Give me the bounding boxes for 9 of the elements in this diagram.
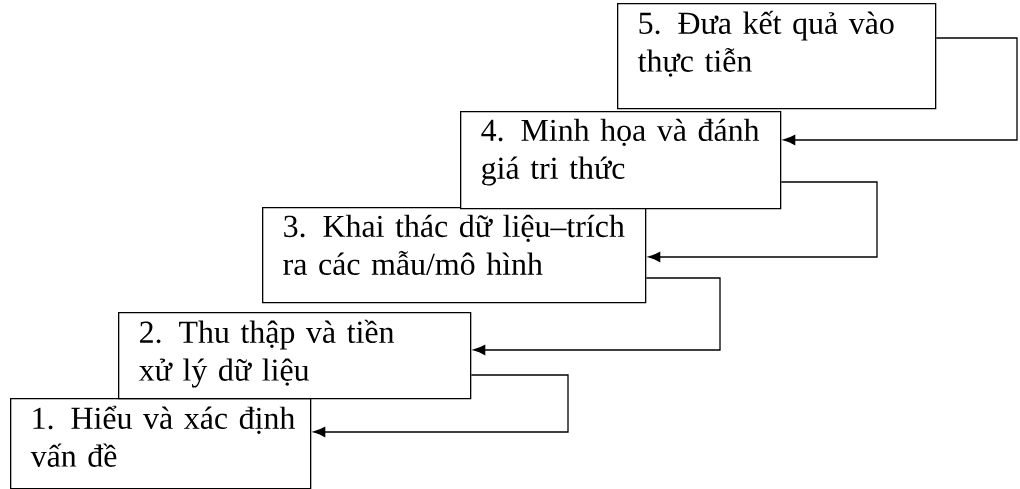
arrow	[648, 181, 878, 262]
arrow	[783, 37, 1018, 145]
step-box: 4. Minh họa và đánh giá tri thức	[460, 111, 782, 210]
step-box: 3. Khai thác dữ liệu–trích ra các mẫu/mô hình	[262, 207, 647, 304]
step-box: 5. Đưa kết quả vào thực tiễn	[617, 3, 937, 110]
step-box: 2. Thu thập và tiền xử lý dữ liệu	[118, 312, 472, 400]
arrow	[313, 374, 569, 437]
arrow	[473, 277, 721, 355]
step-box: 1. Hiểu và xác định vấn đề	[10, 398, 312, 489]
